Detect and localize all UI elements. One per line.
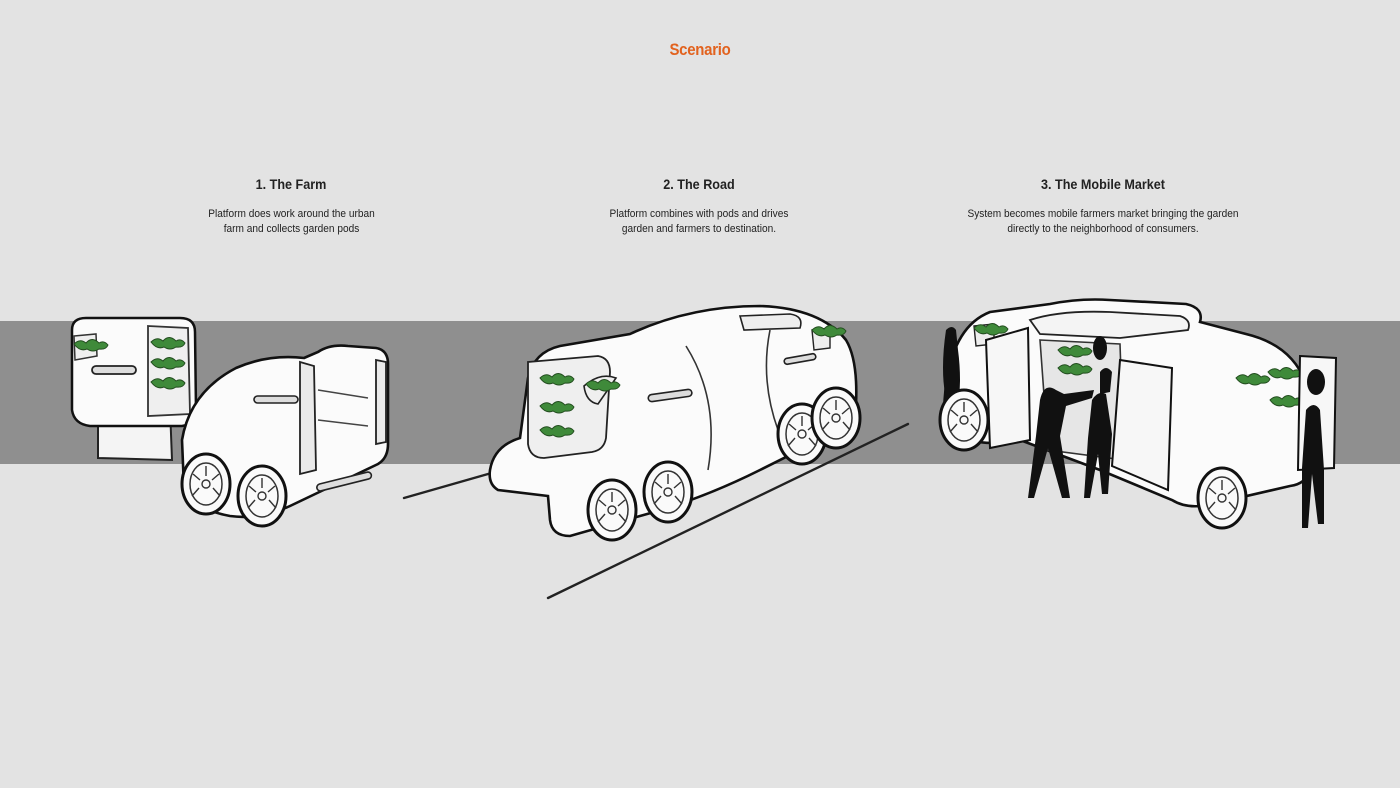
garden-pod-sketch <box>70 316 198 462</box>
mobile-market-illustration <box>938 298 1338 530</box>
platform-vehicle-sketch <box>180 344 490 528</box>
step-title: 1. The Farm <box>255 176 327 192</box>
road-illustration <box>488 304 910 600</box>
step-mobile-market: 3. The Mobile Market System becomes mobi… <box>943 176 1263 237</box>
farm-illustration <box>70 316 490 528</box>
page-title: Scenario <box>669 40 731 59</box>
step-description: Platform does work around the urban farm… <box>207 208 375 235</box>
step-title: 2. The Road <box>663 176 735 192</box>
step-title: 3. The Mobile Market <box>1041 176 1165 192</box>
step-farm: 1. The Farm Platform does work around th… <box>131 176 451 237</box>
people-silhouettes <box>943 327 1324 528</box>
step-description: System becomes mobile farmers market bri… <box>967 208 1239 235</box>
step-description: Platform combines with pods and drives g… <box>609 208 789 235</box>
step-road: 2. The Road Platform combines with pods … <box>539 176 859 237</box>
